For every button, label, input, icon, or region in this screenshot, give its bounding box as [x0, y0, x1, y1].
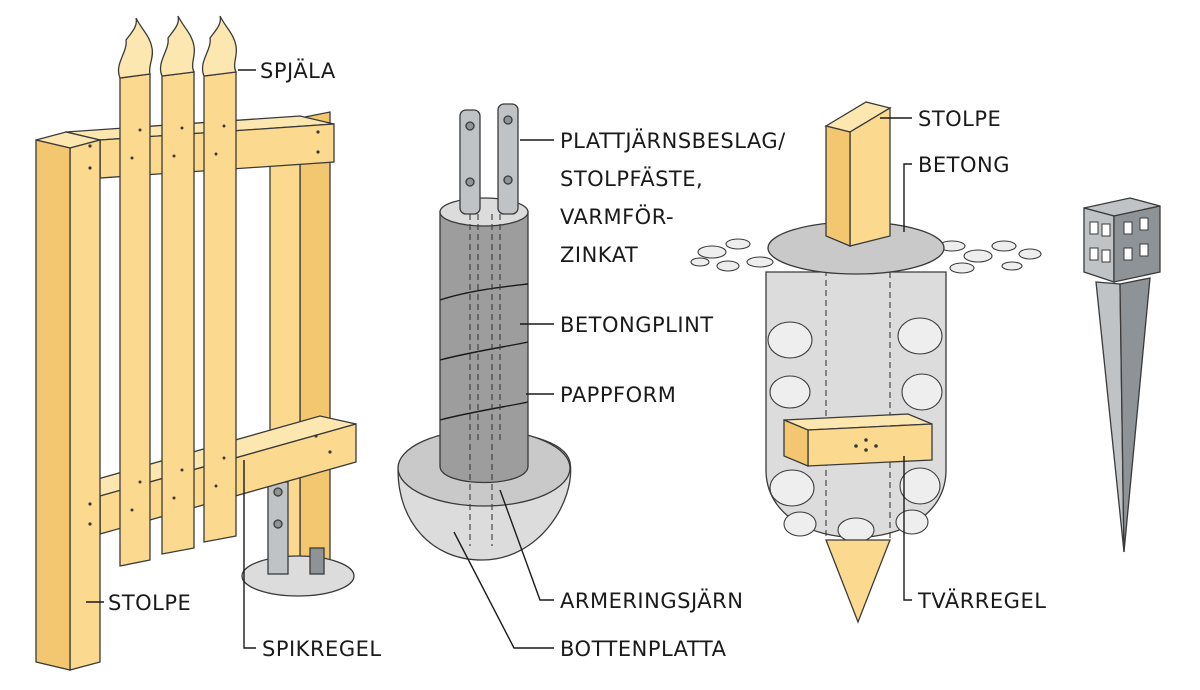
- gravel-surface: [690, 238, 1042, 274]
- label-betongplint: BETONGPLINT: [560, 313, 714, 337]
- cross-beam: [807, 423, 933, 467]
- label-spjala: SPJÄLA: [260, 58, 336, 83]
- picket-2: [159, 15, 196, 555]
- front-post: [69, 139, 101, 671]
- label-pappform: PAPPFORM: [560, 383, 676, 407]
- label-stolpe-right: STOLPE: [918, 107, 1001, 131]
- label-plattjarnsbeslag-4: ZINKAT: [560, 243, 638, 267]
- rear-post-bracket: [241, 481, 355, 597]
- label-tvarregel: TVÄRREGEL: [917, 588, 1046, 613]
- post-tip: [825, 539, 891, 624]
- label-stolpe-left: STOLPE: [108, 591, 191, 615]
- cardboard-form: [439, 211, 529, 484]
- flat-iron-bracket: [459, 103, 519, 215]
- metal-post-spike: [1083, 197, 1161, 553]
- label-plattjarnsbeslag-1: PLATTJÄRNSBESLAG/: [560, 128, 786, 153]
- post-front: [849, 106, 891, 247]
- picket-3: [201, 15, 238, 543]
- fence-illustration: [35, 15, 357, 671]
- label-plattjarnsbeslag-3: VARMFÖR-: [560, 204, 674, 229]
- post-in-ground-illustration: [690, 101, 1042, 624]
- label-bottenplatta: BOTTENPLATTA: [560, 637, 727, 661]
- label-spikregel: SPIKREGEL: [262, 637, 382, 661]
- label-plattjarnsbeslag-2: STOLPFÄSTE,: [560, 166, 703, 191]
- label-armeringsjarn: ARMERINGSJÄRN: [560, 588, 743, 613]
- concrete-plinth-illustration: [397, 103, 572, 561]
- picket-1: [117, 17, 154, 567]
- stone-fill: [767, 317, 943, 543]
- rear-post: [299, 111, 331, 567]
- label-betong: BETONG: [918, 153, 1010, 177]
